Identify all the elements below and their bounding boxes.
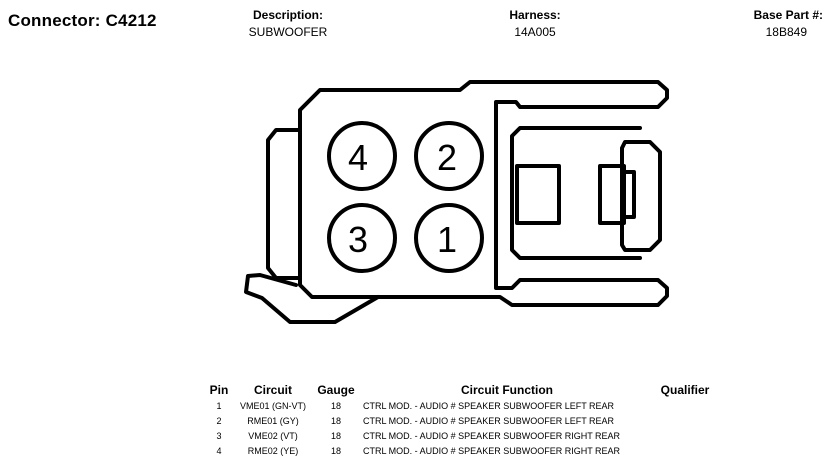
pin-cell: 2 bbox=[216, 415, 222, 426]
pin-cell: 3 bbox=[216, 430, 222, 441]
gauge-cell: 18 bbox=[330, 400, 341, 411]
table-row: 4 RME02 (YE) 18 CTRL MOD. - AUDIO # SPEA… bbox=[205, 443, 715, 458]
pin-cavity-4 bbox=[327, 121, 397, 191]
description-value: SUBWOOFER bbox=[248, 25, 328, 39]
circuit-cell: VME02 (VT) bbox=[248, 430, 298, 441]
qualifier-cell bbox=[655, 398, 715, 413]
description-label: Description: bbox=[252, 8, 323, 22]
pin-label-1: 1 bbox=[437, 219, 457, 260]
table-row: 3 VME02 (VT) 18 CTRL MOD. - AUDIO # SPEA… bbox=[205, 428, 715, 443]
qualifier-column-header: Qualifier bbox=[660, 383, 710, 397]
qualifier-cell bbox=[655, 428, 715, 443]
latch-frame bbox=[510, 126, 642, 260]
pin-cavity-1 bbox=[414, 203, 484, 273]
left-rib bbox=[266, 128, 302, 280]
pin-cavity-2 bbox=[414, 121, 484, 191]
bottom-hook bbox=[244, 273, 380, 324]
lock-tab-left bbox=[515, 164, 561, 225]
function-cell: CTRL MOD. - AUDIO # SPEAKER SUBWOOFER LE… bbox=[363, 400, 615, 411]
qualifier-cell bbox=[655, 443, 715, 458]
pin-label-3: 3 bbox=[348, 219, 368, 260]
table-row: 1 VME01 (GN-VT) 18 CTRL MOD. - AUDIO # S… bbox=[205, 398, 715, 413]
pin-table: Pin Circuit Gauge Circuit Function Quali… bbox=[205, 382, 715, 458]
function-cell: CTRL MOD. - AUDIO # SPEAKER SUBWOOFER LE… bbox=[363, 415, 615, 426]
function-cell: CTRL MOD. - AUDIO # SPEAKER SUBWOOFER RI… bbox=[363, 430, 621, 441]
gauge-cell: 18 bbox=[330, 430, 341, 441]
circuit-column-header: Circuit bbox=[253, 383, 292, 397]
circuit-cell: VME01 (GN-VT) bbox=[239, 400, 306, 411]
pin-cell: 1 bbox=[216, 400, 222, 411]
description-block: Description: SUBWOOFER bbox=[228, 7, 348, 41]
gauge-cell: 18 bbox=[330, 415, 341, 426]
pin-cavity-3 bbox=[327, 203, 397, 273]
lock-tab-notch bbox=[622, 170, 636, 219]
base-part-block: Base Part #: 18B849 bbox=[754, 7, 823, 41]
harness-label: Harness: bbox=[509, 8, 561, 22]
function-cell: CTRL MOD. - AUDIO # SPEAKER SUBWOOFER RI… bbox=[363, 445, 621, 456]
pin-cell: 4 bbox=[216, 445, 222, 456]
latch-tip bbox=[620, 140, 662, 252]
pin-table-header: Pin Circuit Gauge Circuit Function Quali… bbox=[205, 382, 715, 398]
table-row: 2 RME01 (GY) 18 CTRL MOD. - AUDIO # SPEA… bbox=[205, 413, 715, 428]
gauge-column-header: Gauge bbox=[317, 383, 355, 397]
function-column-header: Circuit Function bbox=[461, 383, 553, 397]
connector-title: Connector: C4212 bbox=[8, 11, 157, 30]
connector-housing bbox=[298, 80, 669, 307]
qualifier-cell bbox=[655, 413, 715, 428]
circuit-cell: RME01 (GY) bbox=[247, 415, 299, 426]
pin-label-2: 2 bbox=[437, 137, 457, 178]
circuit-cell: RME02 (YE) bbox=[247, 445, 299, 456]
base-part-label: Base Part #: bbox=[753, 8, 823, 22]
harness-value: 14A005 bbox=[514, 25, 556, 39]
gauge-cell: 18 bbox=[330, 445, 341, 456]
harness-block: Harness: 14A005 bbox=[475, 7, 595, 41]
pin-column-header: Pin bbox=[209, 383, 229, 397]
base-part-value: 18B849 bbox=[765, 25, 807, 39]
pin-label-4: 4 bbox=[348, 137, 368, 178]
